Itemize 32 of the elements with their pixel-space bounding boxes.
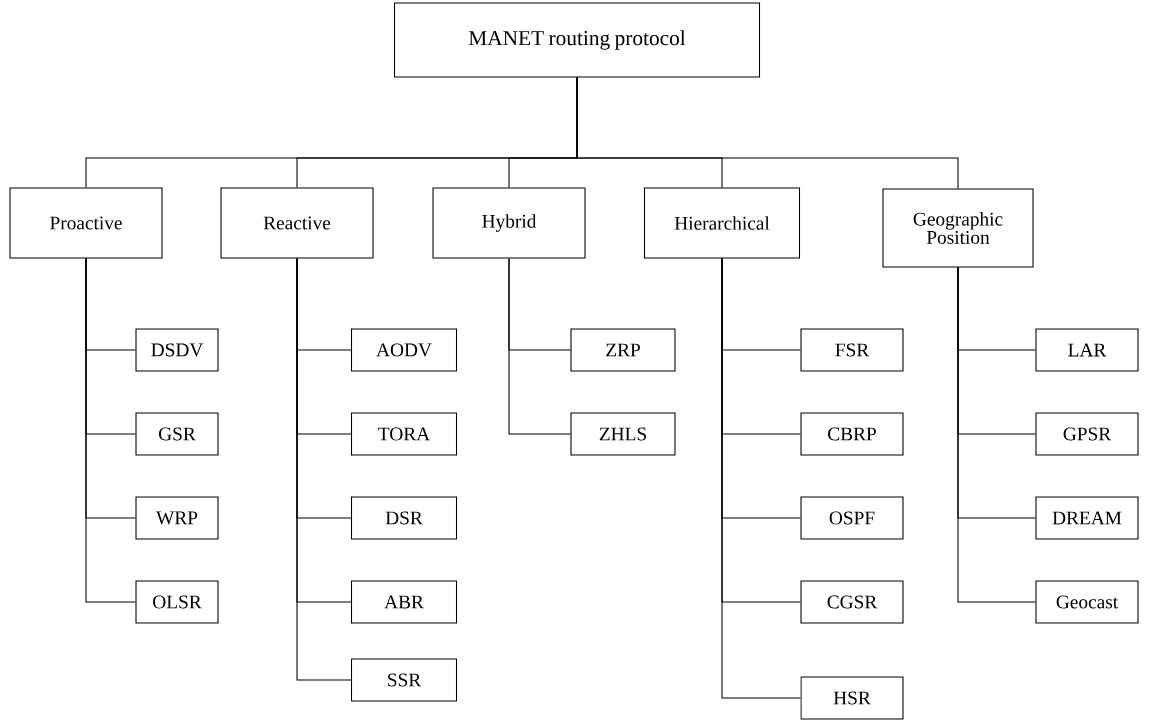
protocol-box: DREAM [1035,496,1139,540]
protocol-box: CGSR [800,580,904,624]
protocol-box: DSDV [135,328,219,372]
protocol-box: WRP [135,496,219,540]
category-box: Hybrid [432,187,586,259]
connector-line [508,258,571,435]
connector-line [85,258,136,603]
connector-line [721,258,801,699]
category-box: Geographic Position [882,188,1034,268]
category-box: Proactive [9,187,163,259]
protocol-box: ABR [350,580,458,624]
connector-line [576,77,959,189]
connector-line [957,267,1036,603]
protocol-box: FSR [800,328,904,372]
protocol-box: GPSR [1035,412,1139,456]
protocol-box: Geocast [1035,580,1139,624]
category-box: Reactive [220,187,374,259]
protocol-box: OSPF [800,496,904,540]
category-box: Hierarchical [643,187,801,259]
protocol-box: CBRP [800,412,904,456]
protocol-box: OLSR [135,580,219,624]
protocol-box: DSR [350,496,458,540]
protocol-box: TORA [350,412,458,456]
protocol-box: ZRP [570,328,676,372]
protocol-box: ZHLS [570,412,676,456]
protocol-box: SSR [350,658,458,702]
root-box: MANET routing protocol [393,2,761,78]
protocol-box: HSR [800,676,904,720]
protocol-box: LAR [1035,328,1139,372]
connector-line [296,258,352,681]
protocol-box: AODV [350,328,458,372]
protocol-box: GSR [135,412,219,456]
